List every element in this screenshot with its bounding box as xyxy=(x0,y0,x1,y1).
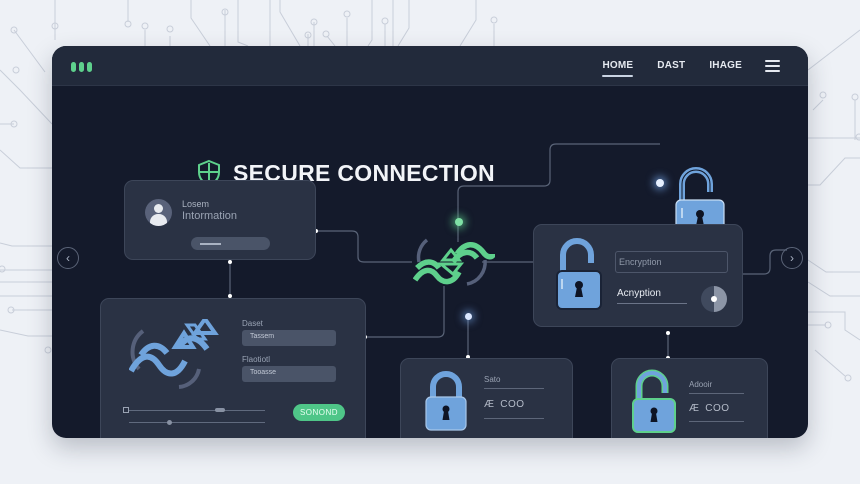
field2-input[interactable]: Tooasse xyxy=(242,366,336,382)
divider xyxy=(484,388,544,389)
adoor-meta: Æ COO xyxy=(689,403,730,414)
chevron-right-icon: › xyxy=(790,251,794,265)
safe-lock-card: Sato Æ COO xyxy=(400,358,573,438)
progress-dial-icon[interactable] xyxy=(701,286,727,312)
nav-dast[interactable]: DAST xyxy=(657,60,686,71)
node-dot xyxy=(228,294,232,298)
node-dot-green xyxy=(455,218,463,226)
slider-track-2[interactable] xyxy=(129,420,265,425)
node-dot xyxy=(314,229,318,233)
nav-ihage[interactable]: IHAGE xyxy=(709,60,742,71)
safe-label: Sato xyxy=(484,375,501,384)
user-avatar-icon xyxy=(145,199,172,226)
field2-label: Flaotiotl xyxy=(242,355,271,364)
divider xyxy=(689,393,744,394)
credentials-form-card: Daset Tassem Flaotiotl Tooasse SONOND xyxy=(100,298,366,438)
unlocked-padlock-icon xyxy=(632,369,676,433)
top-bar: HOME DAST IHAGE xyxy=(52,46,808,86)
acnyption-underline xyxy=(617,303,687,304)
divider xyxy=(484,418,544,419)
carousel-next-button[interactable]: › xyxy=(781,247,803,269)
window-dots-icon xyxy=(71,62,92,72)
divider xyxy=(689,421,744,422)
field1-label: Daset xyxy=(242,319,263,328)
app-window: HOME DAST IHAGE xyxy=(52,46,808,438)
profile-card: Losem Intormation xyxy=(124,180,316,260)
main-nav: HOME DAST IHAGE xyxy=(602,60,742,77)
carousel-prev-button[interactable]: ‹ xyxy=(57,247,79,269)
profile-progress-bar[interactable] xyxy=(191,237,270,250)
field1-input[interactable]: Tassem xyxy=(242,330,336,346)
slider-handle[interactable] xyxy=(123,407,129,413)
slider-track-1[interactable] xyxy=(123,407,265,413)
node-dot-blue xyxy=(465,313,472,320)
node-dot xyxy=(666,331,670,335)
safe-meta: Æ COO xyxy=(484,399,525,410)
submit-button[interactable]: SONOND xyxy=(293,404,345,421)
node-dot xyxy=(228,260,232,264)
adoor-label: Adooir xyxy=(689,380,713,389)
profile-line1: Losem xyxy=(182,199,210,209)
nav-home[interactable]: HOME xyxy=(602,60,634,77)
hamburger-icon[interactable] xyxy=(765,60,780,72)
diagram-canvas: SECURE CONNECTION ‹ › Losem Intormation xyxy=(52,86,808,438)
adoor-lock-card: Adooir Æ COO xyxy=(611,358,768,438)
chain-link-hub-icon xyxy=(413,238,495,286)
slider-handle[interactable] xyxy=(215,408,225,412)
acnyption-label: Acnyption xyxy=(617,288,661,299)
profile-line2: Intormation xyxy=(182,210,238,222)
node-dot xyxy=(466,355,470,359)
node-dot-blue xyxy=(656,179,664,187)
slider-handle[interactable] xyxy=(167,420,172,425)
chevron-left-icon: ‹ xyxy=(66,251,70,265)
locked-padlock-icon xyxy=(425,371,467,431)
unlocked-padlock-icon xyxy=(556,238,602,310)
encryption-card: Encryption Acnyption xyxy=(533,224,743,327)
chain-link-logo-icon xyxy=(129,319,219,389)
connection-lines xyxy=(229,143,787,372)
encryption-input[interactable]: Encryption xyxy=(615,251,728,273)
